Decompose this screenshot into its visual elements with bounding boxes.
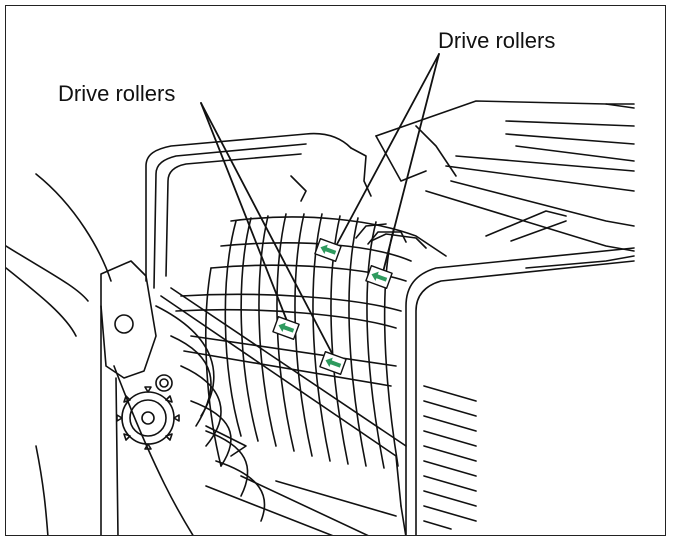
drive-roller-marker-3: [272, 316, 300, 340]
drive-roller-marker-2: [365, 265, 393, 289]
output-tray: [375, 100, 635, 269]
right-side-panel: [400, 247, 635, 535]
label-drive-rollers-upper: Drive rollers: [438, 28, 556, 53]
guide-tabs: [355, 223, 407, 245]
leader-lines: [200, 53, 440, 362]
illustration-frame: Drive rollers Drive rollers: [5, 5, 666, 536]
roller-assembly: [175, 213, 447, 469]
leader-line-right-1: [335, 53, 440, 247]
leader-line-left-2: [200, 102, 337, 362]
label-drive-rollers-lower: Drive rollers: [58, 81, 176, 106]
leader-line-left-1: [200, 102, 290, 327]
drive-roller-marker-4: [319, 351, 347, 375]
drive-gear: [116, 374, 180, 450]
left-housing: [6, 173, 112, 535]
leader-line-right-2: [381, 53, 440, 277]
paper-guide: [155, 287, 407, 535]
cover-arm: [100, 260, 194, 535]
drive-roller-markers: [272, 238, 393, 375]
printer-chassis: [145, 132, 372, 289]
printer-interior-illustration: [6, 53, 635, 535]
drive-roller-marker-1: [314, 238, 342, 262]
